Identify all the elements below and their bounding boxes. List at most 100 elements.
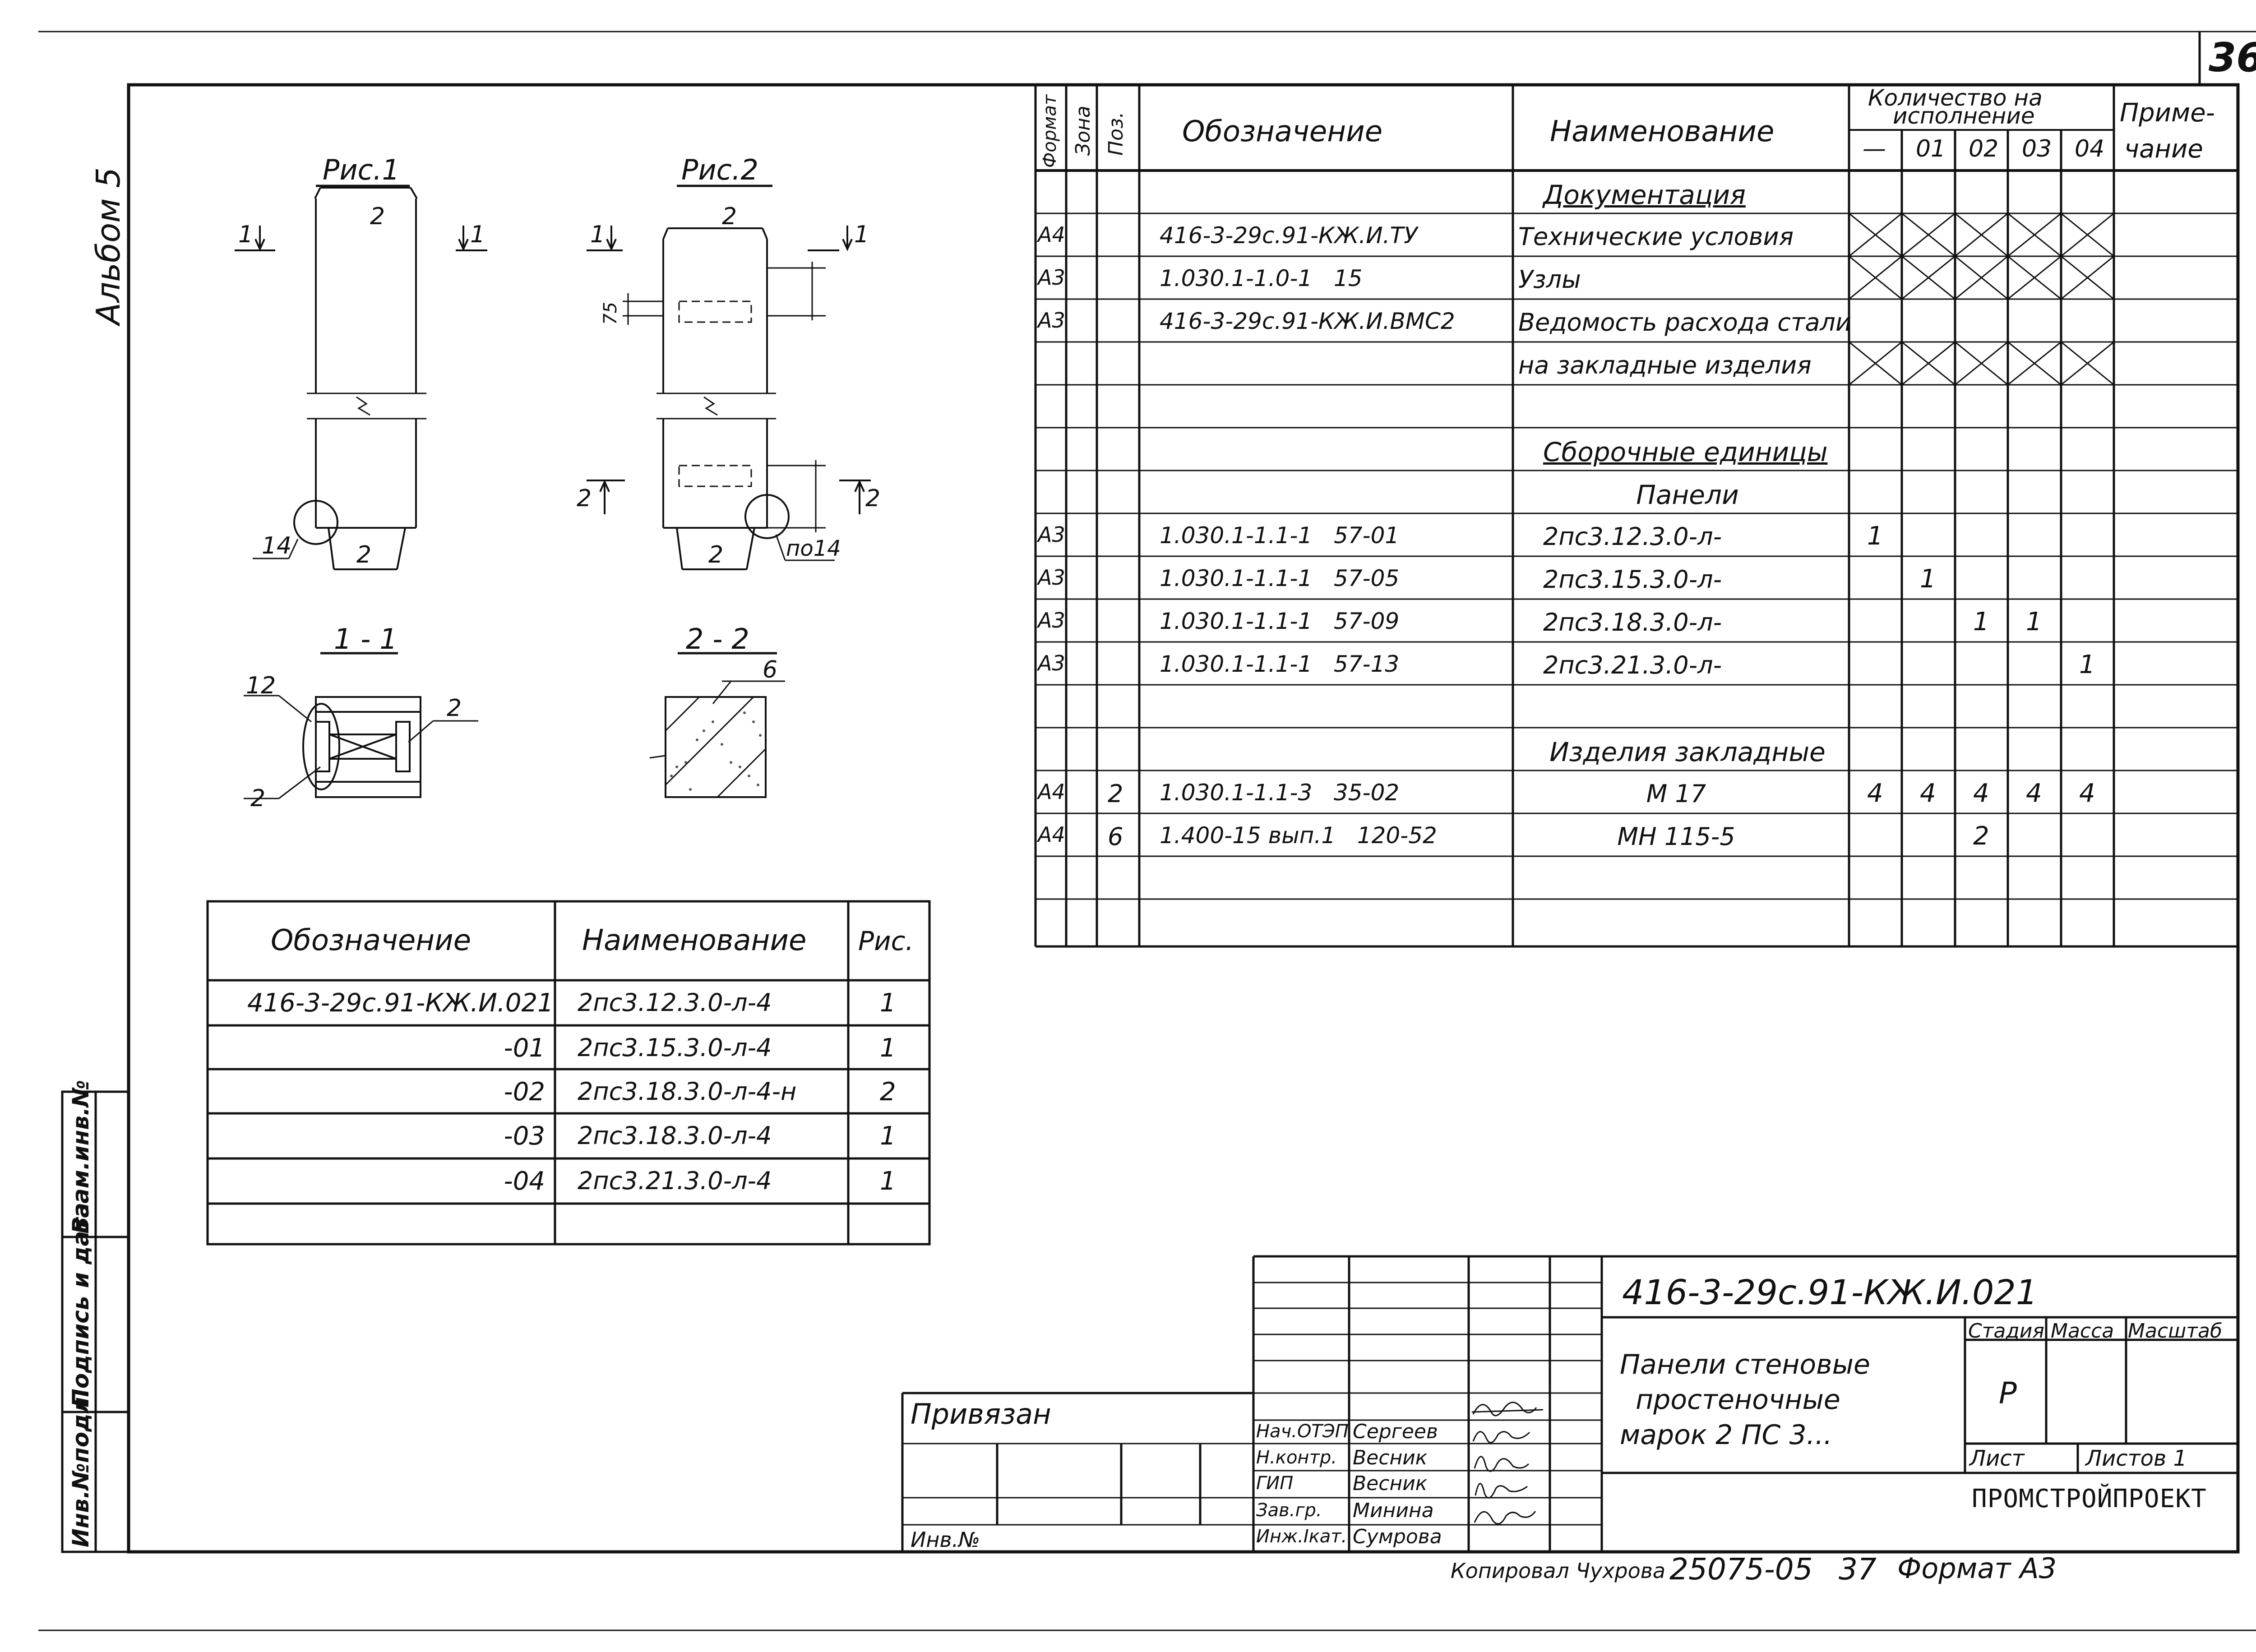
small-table-designation: -01	[504, 1034, 545, 1063]
spec-name: на закладные изделия	[1518, 351, 1812, 379]
spec-name: Узлы	[1518, 265, 1581, 294]
s11-label-2-left: 2	[250, 785, 266, 812]
sheet-label: Лист	[1969, 1446, 2025, 1471]
spec-qty: 4	[2079, 779, 2095, 808]
mass-label: Масса	[2051, 1320, 2114, 1343]
f2-cut-right: 1	[854, 221, 869, 248]
small-table-fig: 2	[880, 1077, 896, 1107]
spec-header-designation: Обозначение	[1182, 115, 1383, 148]
small-table-designation: -02	[504, 1077, 545, 1107]
spec-format: А4	[1038, 822, 1065, 847]
f2-cut-left: 1	[590, 221, 606, 248]
spec-header-qty-col: —	[1863, 135, 1886, 162]
small-table-name: 2пс3.18.3.0-л-4	[578, 1121, 772, 1150]
spec-qty: 1	[1973, 607, 1989, 637]
spec-header-note-1: Приме-	[2120, 98, 2215, 128]
stamp-signature-date: Подпись и дата	[68, 1202, 94, 1407]
spec-qty: 1	[2079, 650, 2095, 679]
f2-circle-label: по14	[786, 536, 841, 561]
spec-name: 2пс3.15.3.0-л-	[1543, 565, 1722, 594]
spec-name: Изделия закладные	[1549, 737, 1826, 767]
spec-header-format: Формат	[1040, 94, 1060, 168]
spec-qty-cross	[2007, 341, 2062, 386]
spec-qty: 4	[1920, 779, 1936, 808]
small-table-header-fig: Рис.	[858, 926, 914, 956]
spec-designation: 416-3-29с.91-КЖ.И.ТУ	[1160, 222, 1418, 249]
role-title: Н.контр.	[1256, 1447, 1337, 1468]
s22-label-6: 6	[763, 656, 778, 683]
section-2-2-title: 2 - 2	[686, 623, 749, 655]
spec-format: А3	[1038, 265, 1065, 290]
section-1-1-title: 1 - 1	[334, 623, 398, 655]
f1-bottom-dim: 2	[356, 541, 372, 568]
spec-name: М 17	[1646, 780, 1706, 808]
spec-designation: 1.030.1-1.1-3 35-02	[1160, 780, 1400, 806]
s11-label-12: 12	[246, 672, 276, 699]
spec-format: А4	[1038, 780, 1065, 804]
role-title: Инж.Iкат.	[1256, 1526, 1347, 1547]
spec-name: Панели	[1636, 480, 1739, 510]
album-label: Альбом 5	[89, 167, 127, 325]
spec-name: 2пс3.21.3.0-л-	[1543, 651, 1722, 679]
spec-qty: 4	[1973, 779, 1989, 808]
spec-format: А3	[1038, 308, 1065, 332]
inv-label: Инв.№	[911, 1527, 980, 1552]
small-table-header-name: Наименование	[582, 924, 807, 957]
spec-header-qty-col: 02	[1969, 135, 1999, 162]
org-name: ПРОМСТРОЙПРОЕКТ	[1972, 1484, 2207, 1514]
spec-qty-cross	[2061, 255, 2114, 300]
spec-qty: 4	[2026, 779, 2042, 808]
small-table-name: 2пс3.18.3.0-л-4-н	[578, 1077, 797, 1106]
small-table-header-designation: Обозначение	[271, 924, 472, 957]
spec-name: 2пс3.12.3.0-л-	[1543, 522, 1722, 551]
spec-qty-cross	[1849, 212, 1902, 257]
stage-label: Стадия	[1968, 1320, 2044, 1343]
spec-header-qty-1: Количество на	[1868, 85, 2043, 111]
spec-format: А3	[1038, 522, 1065, 547]
small-table-name: 2пс3.15.3.0-л-4	[578, 1034, 772, 1062]
doc-title-line-3: марок 2 ПС 3...	[1620, 1419, 1832, 1451]
role-person: Весник	[1353, 1446, 1428, 1469]
role-title: ГИП	[1256, 1473, 1294, 1494]
fig1-title: Рис.1	[323, 153, 400, 186]
spec-qty-cross	[1849, 255, 1902, 300]
doc-title-line-2: простеночные	[1636, 1384, 1840, 1416]
footer-number: 25075-05	[1669, 1552, 1813, 1587]
spec-qty-cross	[1955, 341, 2008, 386]
f1-cut-right: 1	[470, 221, 485, 248]
small-table-designation: -03	[504, 1121, 545, 1151]
spec-qty: 1	[2026, 607, 2042, 637]
role-person: Сергеев	[1353, 1420, 1438, 1443]
spec-qty-cross	[2061, 212, 2114, 257]
bound-label: Привязан	[911, 1398, 1051, 1431]
spec-name: 2пс3.18.3.0-л-	[1543, 608, 1722, 637]
footer-format: Формат А3	[1897, 1552, 2057, 1585]
small-table-designation: -04	[504, 1167, 545, 1196]
role-title: Нач.ОТЭП	[1256, 1421, 1349, 1442]
spec-name: Технические условия	[1518, 222, 1794, 251]
small-table-name: 2пс3.12.3.0-л-4	[578, 988, 772, 1017]
spec-header-qty-col: 04	[2075, 135, 2105, 162]
f2-cut2-left: 2	[577, 485, 592, 512]
small-table-fig: 1	[880, 988, 896, 1018]
spec-designation: 1.030.1-1.1-1 57-01	[1160, 522, 1400, 549]
spec-position: 2	[1108, 780, 1123, 808]
spec-header-zone: Зона	[1072, 106, 1095, 156]
spec-name: Сборочные единицы	[1543, 437, 1828, 467]
spec-qty-cross	[2007, 212, 2062, 257]
spec-designation: 1.030.1-1.1-1 57-05	[1160, 565, 1400, 591]
f2-cut2-right: 2	[865, 485, 881, 512]
spec-qty-cross	[2007, 255, 2062, 300]
spec-qty: 4	[1867, 779, 1883, 808]
spec-qty: 1	[1867, 521, 1883, 551]
spec-qty-cross	[1901, 341, 1956, 386]
spec-qty: 2	[1973, 821, 1989, 851]
small-table-fig: 1	[880, 1121, 896, 1151]
role-person: Сумрова	[1353, 1525, 1442, 1548]
spec-format: А3	[1038, 651, 1065, 675]
sheets-label: Листов 1	[2085, 1446, 2187, 1471]
spec-qty-cross	[1901, 212, 1956, 257]
spec-qty-cross	[1901, 255, 1956, 300]
small-table-designation: 416-3-29с.91-КЖ.И.021	[247, 988, 554, 1018]
